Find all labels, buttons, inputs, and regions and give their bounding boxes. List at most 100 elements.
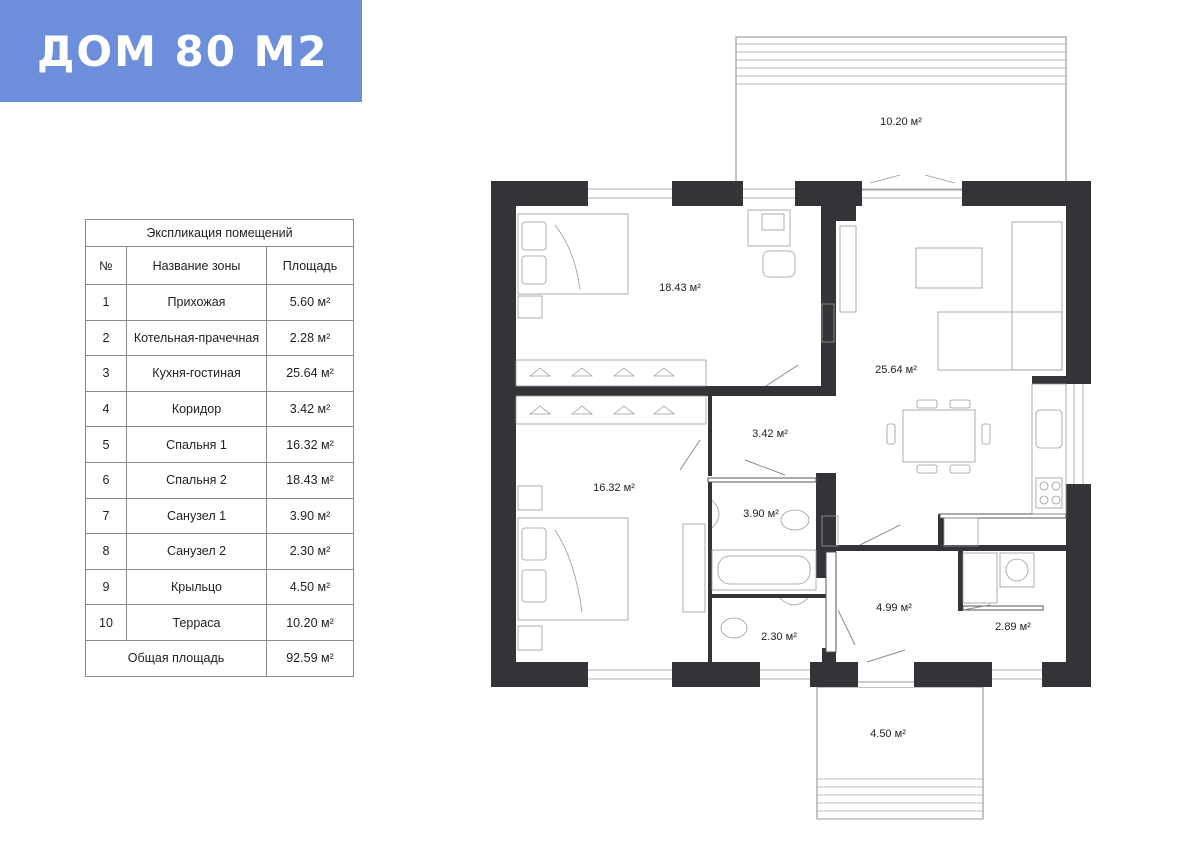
- blanket-fold: [554, 529, 583, 613]
- room-area-unit: м²: [777, 428, 789, 440]
- hanger: [612, 405, 636, 415]
- room-area-value: 4.50: [870, 728, 891, 740]
- window: [862, 181, 962, 206]
- wardrobe: [515, 359, 707, 387]
- row-number: 8: [85, 533, 127, 570]
- cooktop: [1035, 477, 1063, 509]
- boiler-drum: [1005, 558, 1029, 582]
- toilet: [780, 509, 810, 531]
- cooktop-burner: [1039, 481, 1049, 491]
- fridge: [943, 517, 979, 547]
- washbasin: [711, 499, 720, 529]
- dining-chair: [981, 423, 991, 445]
- room-label-bedroom-1: 16.32 м²: [593, 482, 635, 494]
- boiler: [999, 552, 1035, 588]
- room-area-value: 10.20: [880, 116, 908, 128]
- window: [588, 662, 672, 687]
- room-label-bathroom-2: 2.30 м²: [761, 631, 797, 643]
- room-area-value: 25.64: [875, 364, 903, 376]
- window: [760, 662, 810, 687]
- room-area-value: 2.89: [995, 621, 1016, 633]
- table-caption: Экспликация помещений: [84, 219, 355, 247]
- dresser: [682, 523, 706, 613]
- total-label: Общая площадь: [85, 639, 267, 677]
- room-area-unit: м²: [911, 116, 923, 128]
- row-number: 3: [85, 355, 127, 392]
- pillow: [521, 255, 547, 285]
- door-swing: [679, 439, 701, 471]
- bathtub: [711, 549, 817, 591]
- room-label-bedroom-2: 18.43 м²: [659, 282, 701, 294]
- interior-wall: [836, 206, 856, 221]
- hanger: [528, 367, 552, 377]
- door-swing: [744, 459, 786, 476]
- room-area-value: 2.30: [761, 631, 782, 643]
- dining-chair: [886, 423, 896, 445]
- room-label-boiler-room: 2.89 м²: [995, 621, 1031, 633]
- porch-outline: [816, 686, 984, 820]
- shaft-box: [821, 515, 839, 547]
- hanger: [570, 367, 594, 377]
- sliding-door-arrow: [924, 174, 956, 184]
- row-zone-name: Спальня 2: [126, 461, 267, 499]
- interior-wall: [821, 206, 836, 391]
- window: [588, 181, 672, 206]
- door-swing: [962, 604, 991, 611]
- room-area-unit: м²: [901, 602, 913, 614]
- row-area: 4.50 м²: [265, 568, 355, 606]
- nightstand: [517, 625, 543, 651]
- row-area: 5.60 м²: [265, 284, 355, 321]
- row-zone-name: Санузел 1: [126, 497, 267, 535]
- room-area-value: 18.43: [659, 282, 687, 294]
- row-area: 16.32 м²: [265, 426, 355, 463]
- dining-chair: [949, 464, 971, 474]
- wardrobe: [515, 395, 707, 425]
- row-area: 10.20 м²: [265, 604, 355, 641]
- room-label-porch: 4.50 м²: [870, 728, 906, 740]
- partition-wall: [962, 605, 1044, 611]
- interior-wall: [708, 386, 712, 476]
- washbasin: [779, 597, 809, 606]
- row-area: 25.64 м²: [265, 355, 355, 392]
- cooktop-burner: [1039, 495, 1049, 505]
- room-label-kitchen-living: 25.64 м²: [875, 364, 917, 376]
- interior-wall: [836, 545, 1066, 551]
- door-swing: [866, 649, 906, 663]
- terrace-outline: [735, 36, 1067, 184]
- row-zone-name: Котельная-прачечная: [126, 319, 267, 357]
- dining-chair: [916, 464, 938, 474]
- room-label-hallway: 4.99 м²: [876, 602, 912, 614]
- title-banner: ДОМ 80 М2: [0, 0, 362, 102]
- room-area-unit: м²: [895, 728, 907, 740]
- pillow: [521, 221, 547, 251]
- pillow: [521, 527, 547, 561]
- radiator-cabinet: [821, 303, 835, 343]
- interior-wall: [938, 514, 944, 550]
- table-total-row: Общая площадь 92.59 м²: [85, 639, 355, 677]
- row-zone-name: Коридор: [126, 390, 267, 428]
- window: [1066, 384, 1091, 484]
- kitchen-sink: [1035, 409, 1063, 449]
- window: [743, 181, 795, 206]
- cooktop-burner: [1051, 495, 1061, 505]
- room-area-unit: м²: [1020, 621, 1032, 633]
- coffee-table: [915, 247, 983, 289]
- hanger: [652, 405, 676, 415]
- door-swing: [837, 609, 856, 646]
- page-title: ДОМ 80 М2: [37, 26, 329, 76]
- room-area-value: 4.99: [876, 602, 897, 614]
- entrance-door-gap: [858, 662, 914, 687]
- room-label-corridor: 3.42 м²: [752, 428, 788, 440]
- room-area-unit: м²: [768, 508, 780, 520]
- window: [992, 662, 1042, 687]
- partition-wall: [707, 477, 817, 483]
- room-area-value: 16.32: [593, 482, 621, 494]
- row-zone-name: Прихожая: [126, 284, 267, 321]
- bathtub-inner: [717, 555, 811, 585]
- sliding-door-arrow: [869, 174, 901, 184]
